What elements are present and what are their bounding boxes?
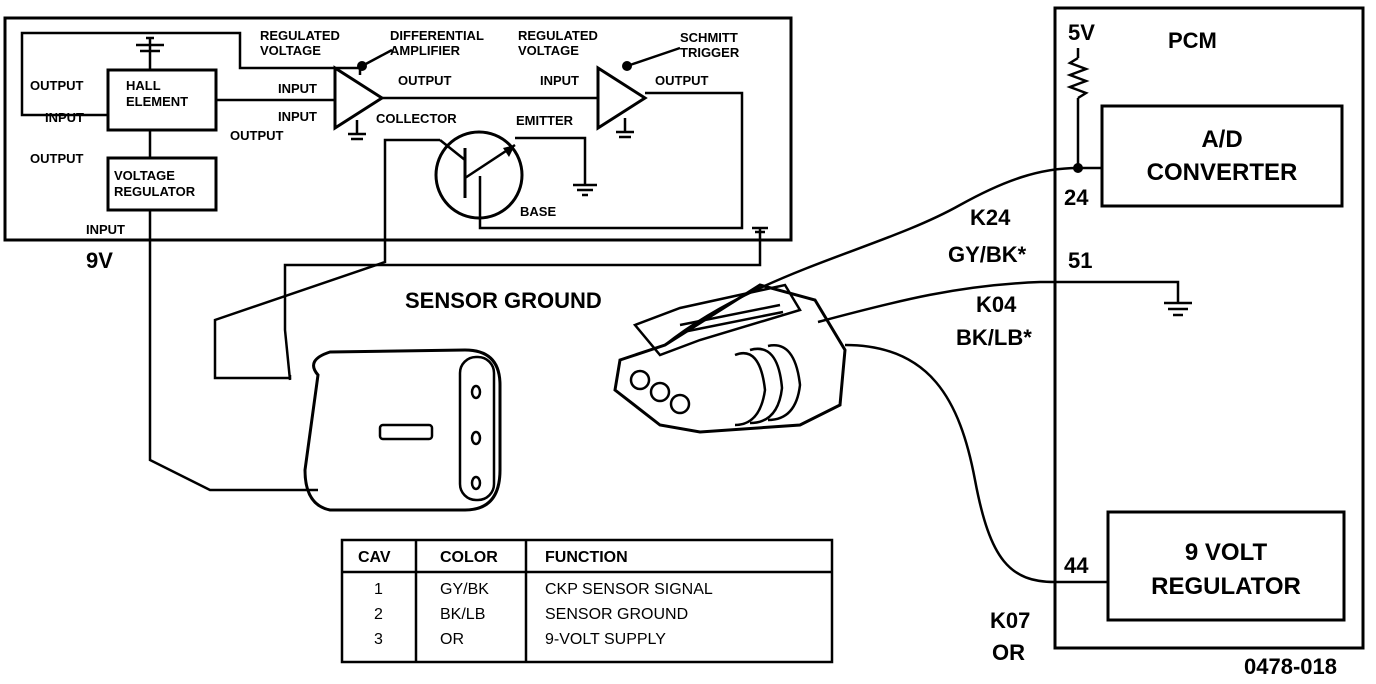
pin-24: 24	[1064, 185, 1089, 210]
label-diff-amp-2: AMPLIFIER	[390, 43, 461, 58]
label-input-vr: INPUT	[86, 222, 125, 237]
table-header-function: FUNCTION	[545, 549, 628, 566]
label-regulated-voltage-2b: VOLTAGE	[518, 43, 579, 58]
nine-volt-regulator-block	[1106, 510, 1346, 622]
sensor-slot	[378, 423, 434, 441]
table-row-3-color: OR	[440, 631, 464, 648]
table-row-2-cav: 2	[374, 606, 383, 623]
label-schmitt-2: TRIGGER	[680, 45, 740, 60]
label-output-vr: OUTPUT	[30, 151, 84, 166]
cavity-table: CAV COLOR FUNCTION 1 GY/BK CKP SENSOR SI…	[340, 538, 834, 664]
sensor-body	[303, 348, 502, 512]
label-regulated-voltage-1b: VOLTAGE	[260, 43, 321, 58]
label-base: BASE	[520, 204, 556, 219]
hall-element-label-2: ELEMENT	[126, 94, 188, 109]
wire-k04: K04	[976, 292, 1017, 317]
label-input-amp-1: INPUT	[278, 81, 317, 96]
ad-converter-label-1: A/D	[1201, 126, 1242, 153]
table-row-1-color: GY/BK	[440, 581, 489, 598]
pcm-box	[1053, 6, 1365, 650]
label-sensor-ground: SENSOR GROUND	[405, 288, 602, 313]
label-regulated-voltage-1a: REGULATED	[260, 28, 340, 43]
figure-id: 0478-018	[1244, 654, 1337, 679]
label-collector: COLLECTOR	[376, 111, 457, 126]
hall-element-label-1: HALL	[126, 78, 161, 93]
wire-k07-color: OR	[992, 640, 1025, 665]
pcm-title: PCM	[1168, 28, 1217, 53]
ad-converter-label-2: CONVERTER	[1147, 159, 1298, 186]
label-output-schmitt: OUTPUT	[655, 73, 709, 88]
wire-k24: K24	[970, 205, 1011, 230]
label-output-hall: OUTPUT	[230, 128, 284, 143]
table-row-3-function: 9-VOLT SUPPLY	[545, 631, 666, 648]
label-diff-amp-1: DIFFERENTIAL	[390, 28, 484, 43]
label-emitter: EMITTER	[516, 113, 574, 128]
table-row-1-cav: 1	[374, 581, 383, 598]
table-row-3-cav: 3	[374, 631, 383, 648]
nine-volt-regulator-label-1: 9 VOLT	[1185, 539, 1268, 566]
label-output-amp: OUTPUT	[398, 73, 452, 88]
voltage-regulator-label-1: VOLTAGE	[114, 168, 175, 183]
label-output-left: OUTPUT	[30, 78, 84, 93]
pin-44: 44	[1064, 553, 1089, 578]
table-row-2-function: SENSOR GROUND	[545, 606, 688, 623]
label-input-schmitt: INPUT	[540, 73, 579, 88]
sensor-connector-face	[458, 355, 496, 502]
ad-converter-block	[1100, 104, 1344, 208]
wire-k04-color: BK/LB*	[956, 325, 1032, 350]
table-header-color: COLOR	[440, 549, 498, 566]
harness-connector	[613, 283, 847, 434]
wire-k07: K07	[990, 608, 1030, 633]
label-input-amp-2: INPUT	[278, 109, 317, 124]
pcm-5v-label: 5V	[1068, 20, 1095, 45]
sensor-internal-box	[3, 16, 793, 242]
table-row-1-function: CKP SENSOR SIGNAL	[545, 581, 713, 598]
nine-volt-regulator-label-2: REGULATOR	[1151, 573, 1301, 600]
label-input-left: INPUT	[45, 110, 84, 125]
pin-51: 51	[1068, 248, 1092, 273]
label-regulated-voltage-2a: REGULATED	[518, 28, 598, 43]
voltage-regulator-label-2: REGULATOR	[114, 184, 196, 199]
wire-k24-color: GY/BK*	[948, 242, 1027, 267]
differential-amplifier-symbol	[333, 65, 385, 131]
voltage-regulator-block	[106, 156, 218, 212]
pullup-resistor	[1066, 56, 1090, 100]
label-schmitt-1: SCHMITT	[680, 30, 738, 45]
table-header-cav: CAV	[358, 549, 391, 566]
label-9v: 9V	[86, 248, 113, 273]
schmitt-trigger-symbol	[596, 65, 648, 131]
table-row-2-color: BK/LB	[440, 606, 485, 623]
transistor-symbol	[434, 130, 524, 220]
